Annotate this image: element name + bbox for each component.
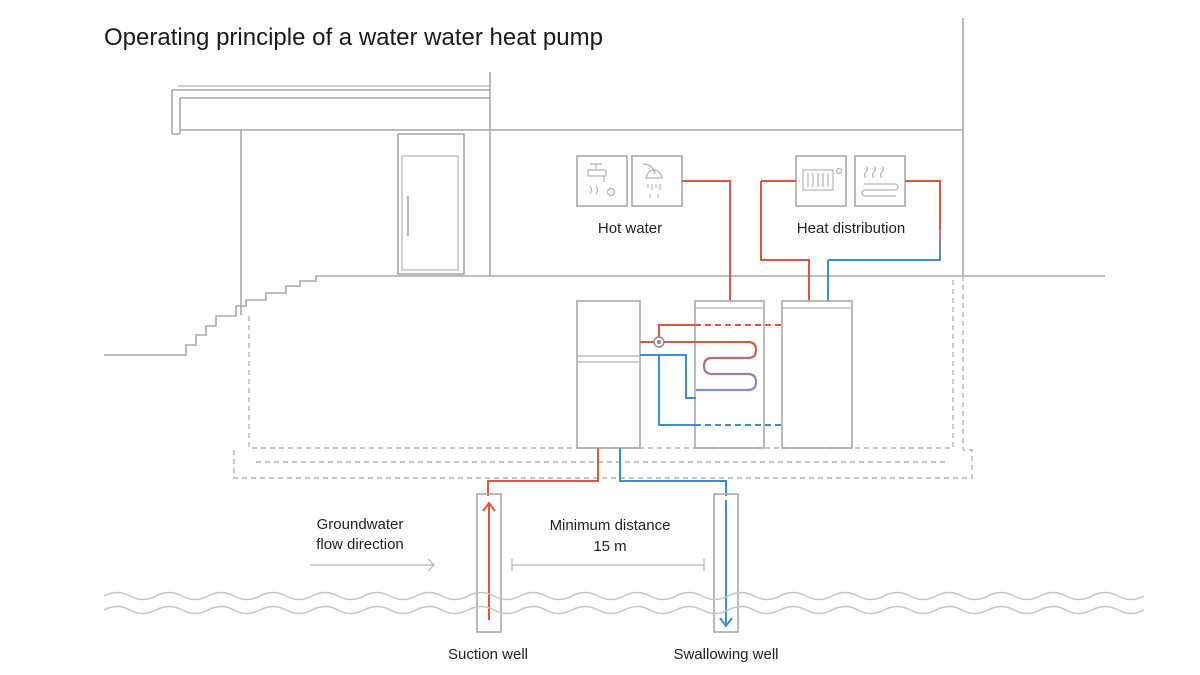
hot-water-label: Hot water [597, 220, 663, 237]
floor-heating-icon [854, 155, 906, 207]
door [397, 133, 465, 275]
radiator-icon [795, 155, 847, 207]
groundwater-arrow [310, 558, 435, 572]
internal-piping [640, 324, 782, 426]
suction-well-label: Suction well [447, 646, 529, 663]
well-pipes [487, 448, 727, 496]
suction-well [476, 493, 502, 633]
groundwater-flow-label-line1: Groundwater [316, 516, 404, 533]
groundwater-waves [103, 591, 1145, 615]
buffer-tank [781, 300, 853, 449]
hot-water-supply-pipe [682, 180, 731, 301]
minimum-distance-value: 15 m [593, 538, 627, 555]
hot-water-tank [694, 300, 765, 449]
diagram-title: Operating principle of a water water hea… [104, 24, 603, 51]
swallowing-well [713, 493, 739, 633]
minimum-distance-label: Minimum distance [549, 517, 671, 534]
building [104, 18, 1105, 356]
distance-marker [511, 559, 705, 571]
groundwater-flow-label-line2: flow direction [316, 536, 404, 553]
heat-distribution-pipes [760, 180, 941, 301]
tap-icon [576, 155, 628, 207]
basement [233, 276, 973, 479]
heat-pump-unit [576, 300, 641, 449]
shower-icon [631, 155, 683, 207]
swallowing-well-label: Swallowing well [673, 646, 779, 663]
heat-distribution-label: Heat distribution [796, 220, 906, 237]
